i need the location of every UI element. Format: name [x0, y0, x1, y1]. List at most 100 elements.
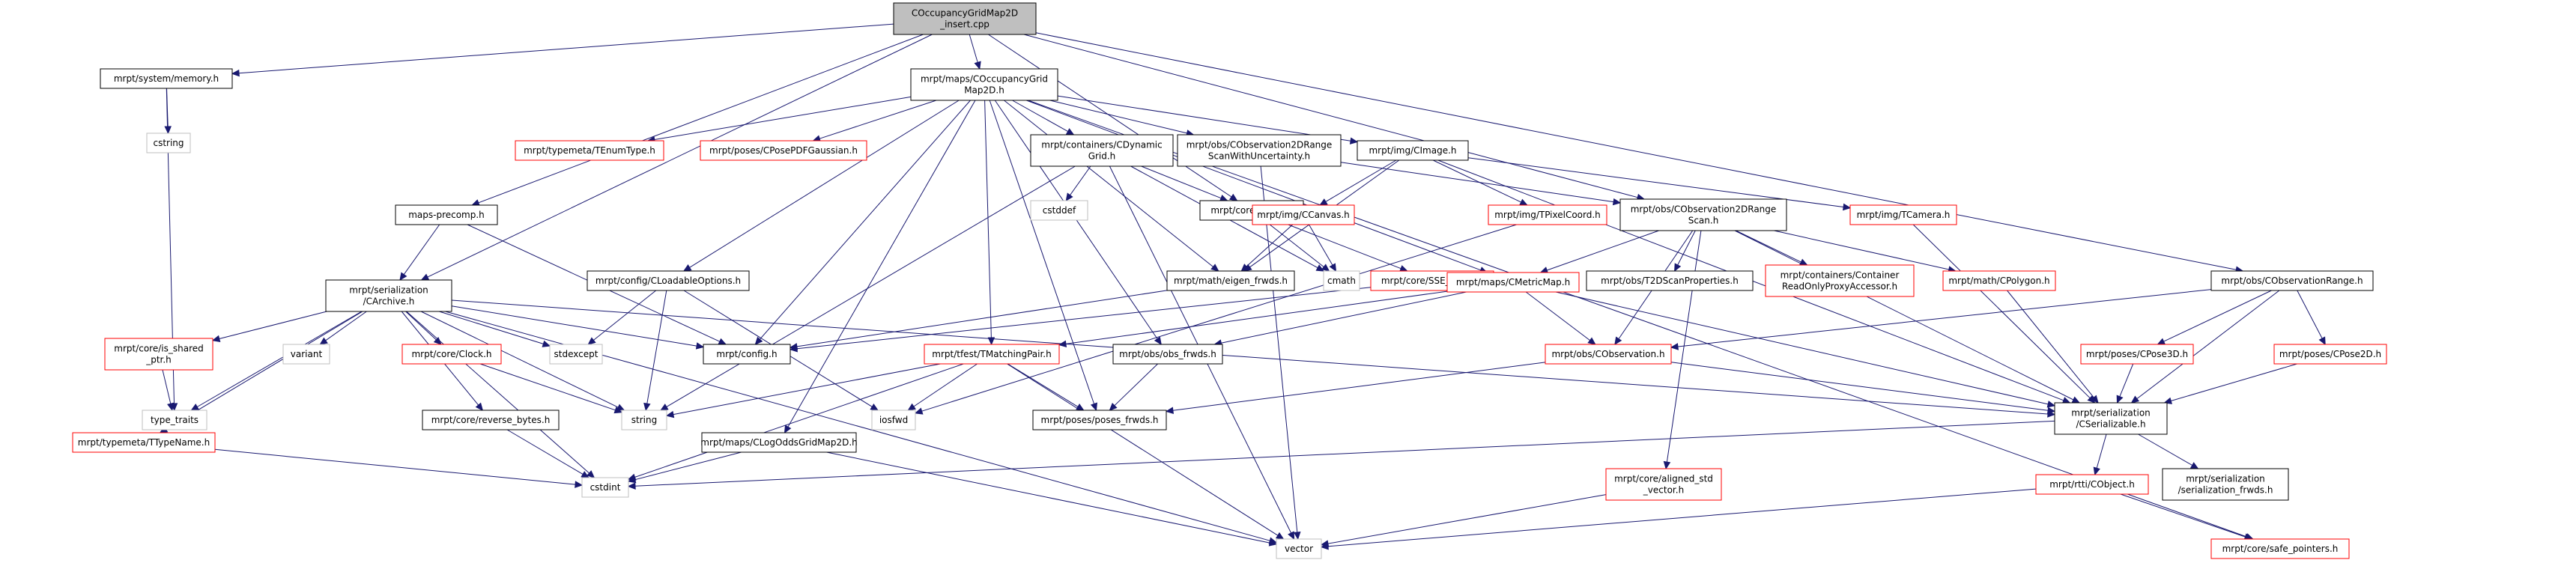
node-label: mrpt/core/is_shared — [114, 344, 204, 354]
node-label: mrpt/containers/CDynamic — [1041, 140, 1162, 150]
node-label: mrpt/containers/Container — [1781, 270, 1900, 281]
node-serialfrwds[interactable]: mrpt/serialization/serialization_frwds.h — [2162, 468, 2289, 501]
edge-cloadable-to-stdexcept — [587, 290, 657, 345]
node-clock[interactable]: mrpt/core/Clock.h — [401, 344, 502, 365]
node-alignedstd[interactable]: mrpt/core/aligned_std_vector.h — [1605, 468, 1722, 501]
node-cpose3d[interactable]: mrpt/poses/CPose3D.h — [2080, 344, 2194, 365]
node-box — [1586, 270, 1754, 291]
edge-line — [634, 451, 742, 481]
node-label: mrpt/serialization — [349, 285, 428, 296]
node-cogm[interactable]: mrpt/maps/COccupancyGridMap2D.h — [910, 68, 1058, 101]
node-label: _vector.h — [1643, 485, 1684, 496]
node-posesfrwds[interactable]: mrpt/poses/poses_frwds.h — [1032, 410, 1167, 430]
node-tcamera[interactable]: mrpt/img/TCamera.h — [1849, 204, 1957, 225]
node-revbytes[interactable]: mrpt/core/reverse_bytes.h — [422, 410, 560, 430]
edge-line — [1325, 159, 1397, 202]
edge-line — [238, 23, 894, 74]
node-cimage[interactable]: mrpt/img/CImage.h — [1357, 140, 1469, 161]
edge-arrowhead — [2130, 395, 2140, 404]
node-roproxy[interactable]: mrpt/containers/ContainerReadOnlyProxyAc… — [1765, 264, 1915, 297]
node-cmetric[interactable]: mrpt/maps/CMetricMap.h — [1446, 272, 1580, 293]
node-obsfrwds[interactable]: mrpt/obs/obs_frwds.h — [1112, 344, 1223, 365]
edge-cimage-to-tcamera — [1467, 157, 1852, 211]
edge-line — [2136, 290, 2280, 399]
edge-line — [2163, 290, 2272, 342]
node-label: mrpt/obs/obs_frwds.h — [1119, 349, 1216, 359]
edge-arrowhead — [1612, 198, 1622, 206]
edge-arrowhead — [1154, 336, 1162, 346]
node-cpdfg[interactable]: mrpt/poses/CPosePDFGaussian.h — [700, 140, 867, 161]
edge-line — [1070, 165, 1091, 195]
node-stdexcept: stdexcept — [549, 344, 603, 365]
node-co2drsu[interactable]: mrpt/obs/CObservation2DRangeScanWithUnce… — [1177, 134, 1342, 167]
node-label: mrpt/obs/CObservation2DRange — [1631, 204, 1777, 215]
node-box — [72, 432, 216, 453]
edge-eigenfwrds-to-config — [789, 290, 1168, 350]
node-tpixel[interactable]: mrpt/img/TPixelCoord.h — [1488, 204, 1607, 225]
node-cpolygon[interactable]: mrpt/math/CPolygon.h — [1942, 270, 2056, 291]
node-eigenfwrds[interactable]: mrpt/math/eigen_frwds.h — [1166, 270, 1295, 291]
edge-line — [1221, 291, 1467, 344]
edge-arrowhead — [1065, 128, 1075, 136]
node-label: mrpt/rtti/CObject.h — [2049, 479, 2135, 490]
node-isshared[interactable]: mrpt/core/is_shared_ptr.h — [104, 338, 213, 371]
edge-arrowhead — [1587, 337, 1596, 345]
edge-arrowhead — [587, 470, 595, 478]
edge-arrowhead — [1219, 194, 1228, 201]
node-box — [1446, 272, 1580, 293]
node-tenum[interactable]: mrpt/typemeta/TEnumType.h — [515, 140, 664, 161]
edge-line — [1264, 219, 1324, 267]
node-iosfwd: iosfwd — [871, 410, 916, 430]
edge-round-to-sse — [1276, 219, 1408, 273]
node-label: string — [631, 415, 657, 425]
node-box — [1276, 538, 1322, 559]
node-label: mrpt/img/CCanvas.h — [1257, 210, 1350, 220]
edge-line — [689, 100, 960, 268]
edge-line — [1912, 224, 2091, 399]
edge-line — [2138, 433, 2192, 466]
node-cloadable[interactable]: mrpt/config/CLoadableOptions.h — [587, 270, 750, 291]
edge-line — [969, 34, 978, 63]
node-safeptr[interactable]: mrpt/core/safe_pointers.h — [2210, 538, 2350, 559]
node-box — [422, 410, 560, 430]
node-cserializable[interactable]: mrpt/serialization/CSerializable.h — [2054, 402, 2168, 435]
edge-line — [1057, 95, 1351, 141]
edge-cserializable-to-serialfrwds — [2138, 433, 2199, 469]
edge-arrowhead — [542, 340, 551, 347]
node-tmatching[interactable]: mrpt/tfest/TMatchingPair.h — [924, 344, 1060, 365]
node-config[interactable]: mrpt/config.h — [703, 344, 791, 365]
node-cobsrange[interactable]: mrpt/obs/CObservationRange.h — [2210, 270, 2374, 291]
node-cobservation[interactable]: mrpt/obs/CObservation.h — [1545, 344, 1672, 365]
edge-line — [1172, 362, 1546, 411]
node-label: mrpt/serialization — [2186, 474, 2265, 484]
edge-tmatching-to-iosfwd — [907, 363, 978, 411]
node-memory[interactable]: mrpt/system/memory.h — [100, 68, 233, 89]
edge-tmatching-to-vector — [1007, 363, 1285, 540]
node-box — [515, 140, 664, 161]
node-label: mrpt/obs/CObservation2DRange — [1187, 140, 1333, 150]
edge-line — [819, 100, 937, 139]
edge-cdyn-to-round — [1141, 165, 1228, 201]
node-t2dscan[interactable]: mrpt/obs/T2DScanProperties.h — [1586, 270, 1754, 291]
node-label: mrpt/core/reverse_bytes.h — [431, 415, 551, 425]
edge-arrowhead — [987, 337, 995, 346]
node-box — [2210, 270, 2374, 291]
node-carchive[interactable]: mrpt/serialization/CArchive.h — [325, 279, 452, 312]
edge-line — [787, 100, 976, 427]
node-crtti[interactable]: mrpt/rtti/CObject.h — [2035, 474, 2149, 495]
edge-cserializable-to-cstdint — [627, 420, 2055, 490]
edge-arrowhead — [784, 424, 792, 434]
node-ttypename[interactable]: mrpt/typemeta/TTypeName.h — [72, 432, 216, 453]
node-mapsprecomp[interactable]: maps-precomp.h — [395, 204, 498, 225]
node-box — [2273, 344, 2387, 365]
node-label: mrpt/maps/COccupancyGrid — [921, 74, 1048, 85]
node-ccanvas[interactable]: mrpt/img/CCanvas.h — [1252, 204, 1355, 225]
node-box — [146, 133, 191, 153]
edge-root-to-memory — [231, 23, 894, 77]
node-clogodds[interactable]: mrpt/maps/CLogOddsGridMap2D.h — [700, 432, 858, 453]
edge-sse-to-config — [789, 287, 1372, 353]
node-cpose2d[interactable]: mrpt/poses/CPose2D.h — [2273, 344, 2387, 365]
node-box — [1032, 410, 1167, 430]
